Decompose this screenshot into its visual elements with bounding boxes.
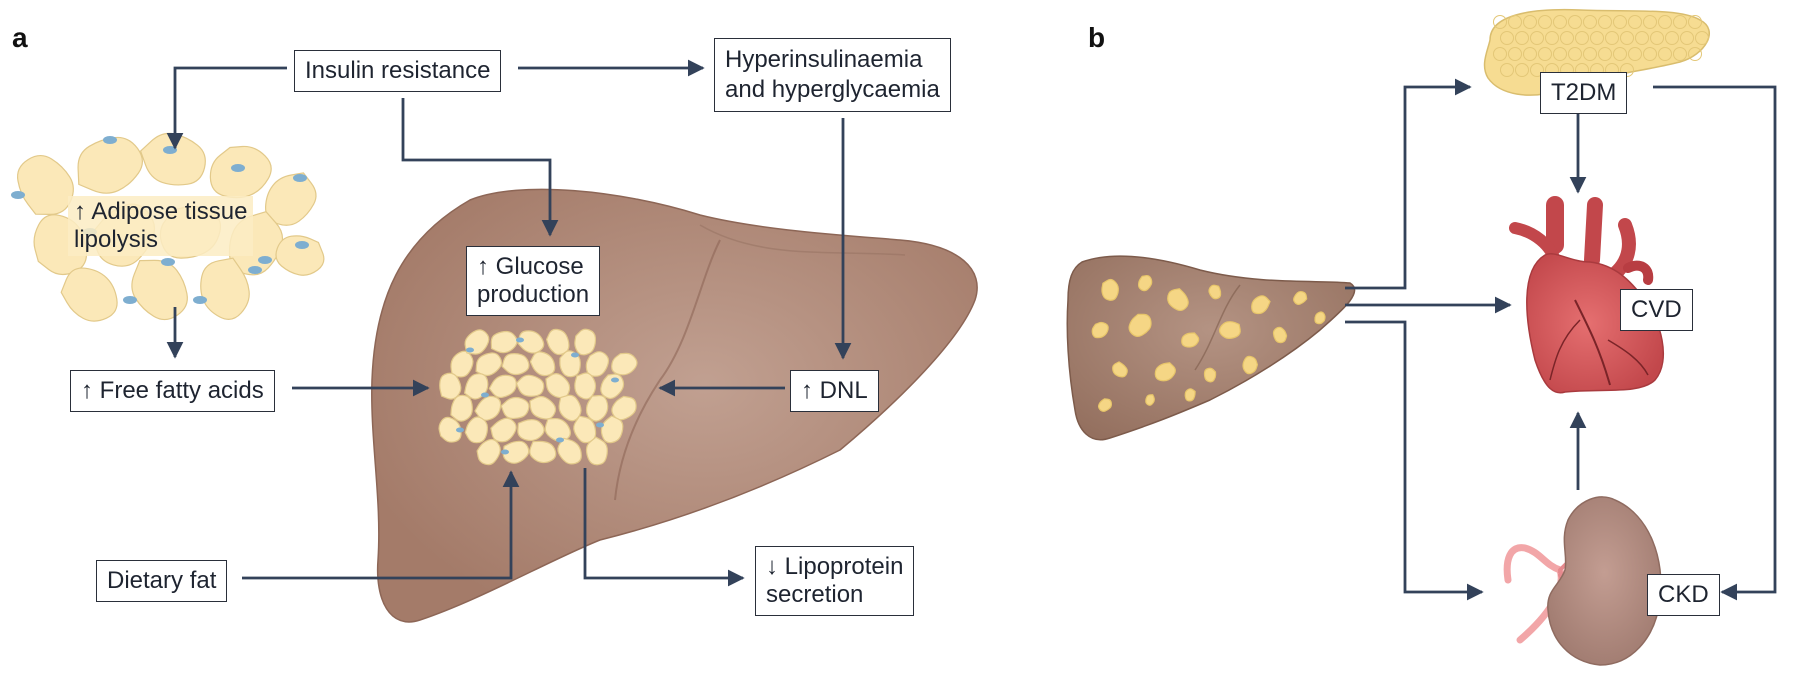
dietary-fat-label: Dietary fat [96,560,228,602]
arrow-liver-to-t2dm [1345,78,1472,290]
adipose-lipolysis-label: ↑ Adipose tissue lipolysis [68,196,254,256]
lipoprotein-secretion-label: ↓ Lipoprotein secretion [755,546,915,616]
arrow-dietary-to-liver [242,470,520,580]
arrow-insulin-to-glucose [401,98,559,237]
t2dm-label: T2DM [1540,72,1628,114]
dnl-label: ↑ DNL [790,370,879,412]
panel-b-arrows [1345,78,1777,601]
panel-a-arrows [166,59,852,587]
free-fatty-acids-label: ↑ Free fatty acids [70,370,275,412]
insulin-resistance-label: Insulin resistance [294,50,502,92]
glucose-production-label: ↑ Glucose production [466,246,601,316]
fatty-liver-illustration [1066,255,1356,441]
arrow-liver-to-ckd [1345,320,1484,601]
cvd-label: CVD [1620,289,1693,331]
ckd-label: CKD [1647,574,1720,616]
heart-illustration [1509,196,1664,394]
hyperinsulinaemia-label: Hyperinsulinaemia and hyperglycaemia [714,38,951,112]
liver-fat-cluster [438,328,638,466]
kidney-illustration [1503,496,1662,666]
arrow-insulin-to-adipose [166,66,287,150]
panel-b-letter: b [1088,22,1106,53]
arrow-t2dm-to-ckd [1653,85,1777,601]
panel-a-letter: a [12,22,28,53]
arrow-liver-to-lipoprotein [583,468,745,587]
